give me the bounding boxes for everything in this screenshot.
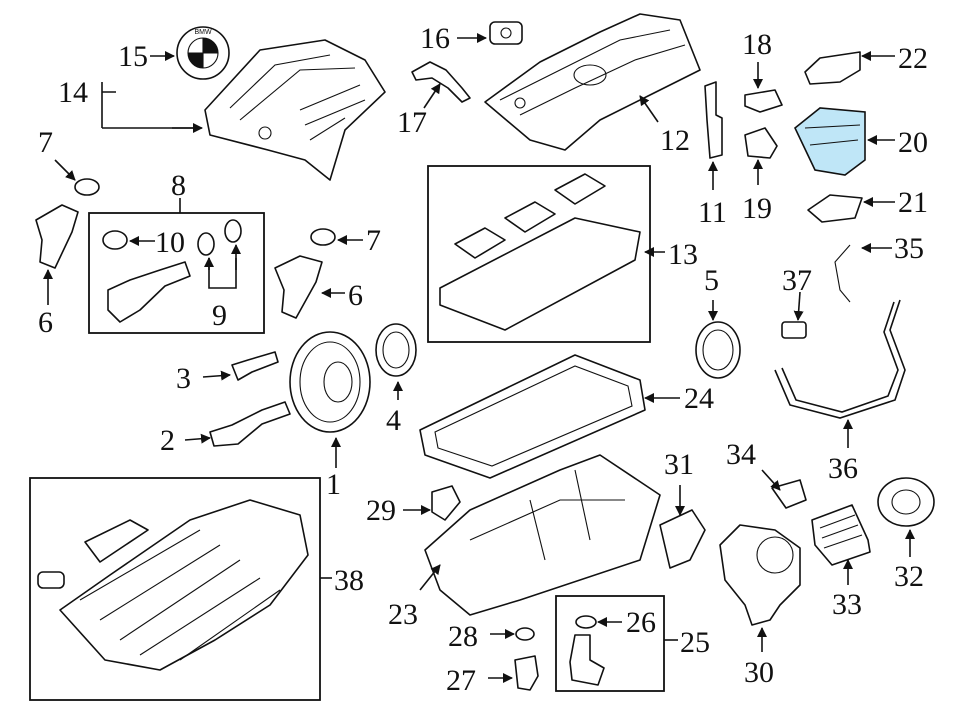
cover-21-part <box>807 194 863 223</box>
pump-22-part <box>804 51 861 85</box>
oil-filter-housing-part <box>719 524 801 626</box>
label-5: 5 <box>704 264 719 297</box>
oil-level-sensor-part <box>569 634 605 686</box>
group-box-8 <box>88 212 265 334</box>
label-18: 18 <box>742 28 772 61</box>
label-22: 22 <box>898 42 928 75</box>
label-19: 19 <box>742 192 772 225</box>
oring-9a-part <box>197 232 215 256</box>
solenoid-valve-part <box>107 261 191 323</box>
oil-filter-part <box>811 504 871 566</box>
bolt-3-part <box>231 351 279 381</box>
label-4: 4 <box>386 404 401 437</box>
label-13: 13 <box>668 238 698 271</box>
gasket-16-part <box>489 21 523 45</box>
gasket-18-part <box>744 89 783 113</box>
filter-cap-part <box>877 477 935 527</box>
vent-hose-17-part <box>411 61 471 103</box>
cap-29-part <box>431 485 461 521</box>
group-box-25 <box>555 595 665 692</box>
label-16: 16 <box>420 22 450 55</box>
label-25: 25 <box>680 626 710 659</box>
label-31: 31 <box>664 448 694 481</box>
label-20: 20 <box>898 126 928 159</box>
label-32: 32 <box>894 560 924 593</box>
label-15: 15 <box>118 40 148 73</box>
gasket-31-part <box>659 509 706 569</box>
drain-plug-27-part <box>514 655 539 691</box>
label-37: 37 <box>782 264 812 297</box>
label-7a: 7 <box>38 126 53 159</box>
label-1: 1 <box>326 468 341 501</box>
oil-line-36-part <box>774 299 906 419</box>
label-11: 11 <box>698 196 727 229</box>
label-26: 26 <box>626 606 656 639</box>
valve-cover-part <box>484 13 701 151</box>
label-27: 27 <box>446 664 476 697</box>
engine-cover-part <box>204 39 386 181</box>
label-36: 36 <box>828 452 858 485</box>
label-9: 9 <box>212 299 227 332</box>
label-23: 23 <box>388 598 418 631</box>
label-12: 12 <box>660 124 690 157</box>
camshaft-sensor-6a-part <box>35 204 79 269</box>
oring-9b-part <box>224 219 242 243</box>
filter-housing-20-part <box>794 107 866 176</box>
leader-lines <box>43 33 915 683</box>
oring-10-part <box>102 230 128 250</box>
washer-28-part <box>515 627 535 641</box>
label-6a: 6 <box>38 306 53 339</box>
label-6b: 6 <box>348 279 363 312</box>
sensor-12-part <box>704 81 723 159</box>
label-14: 14 <box>58 76 88 109</box>
bolt-2-part <box>209 401 291 447</box>
label-33: 33 <box>832 588 862 621</box>
label-2: 2 <box>160 424 175 457</box>
label-7b: 7 <box>366 224 381 257</box>
camshaft-sensor-6b-part <box>274 255 323 319</box>
bracket-19-part <box>744 127 778 159</box>
sensor-37-part <box>781 321 807 339</box>
pan-gasket-24-part <box>419 354 646 479</box>
label-10: 10 <box>155 226 185 259</box>
gasket-set-13-part <box>439 173 641 331</box>
group-box-38 <box>29 477 321 701</box>
label-29: 29 <box>366 494 396 527</box>
oring-7b-part <box>310 228 336 246</box>
label-8: 8 <box>171 169 186 202</box>
label-30: 30 <box>744 656 774 689</box>
oil-pan-part <box>424 454 661 616</box>
sensor-34-part <box>771 479 807 509</box>
label-21: 21 <box>898 186 928 219</box>
label-3: 3 <box>176 362 191 395</box>
label-17: 17 <box>397 106 427 139</box>
label-24: 24 <box>684 382 714 415</box>
bmw-badge-text: BMW <box>194 29 212 36</box>
sensor-35-part <box>834 244 851 303</box>
pulley-part <box>289 331 371 433</box>
bmw-badge-part: BMW <box>176 26 230 80</box>
seal-4-part <box>375 323 417 377</box>
intake-manifold-part <box>37 499 309 671</box>
label-34: 34 <box>726 438 756 471</box>
washer-26-part <box>575 615 597 629</box>
label-28: 28 <box>448 620 478 653</box>
oring-7a-part <box>74 178 100 196</box>
label-38: 38 <box>334 564 364 597</box>
label-35: 35 <box>894 232 924 265</box>
